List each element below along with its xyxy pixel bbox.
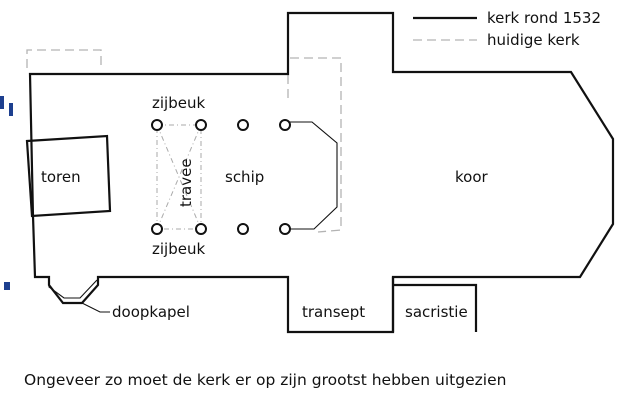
- label-bay: travee: [177, 158, 195, 207]
- church-main-outline: [28, 11, 615, 334]
- label-transept: transept: [302, 303, 365, 321]
- label-sacristy: sacristie: [405, 303, 468, 321]
- current-transept-outline: [287, 57, 342, 233]
- legend-label-current: huidige kerk: [487, 31, 580, 49]
- pillar: [237, 119, 249, 131]
- pillar: [195, 119, 207, 131]
- label-tower: toren: [41, 168, 81, 186]
- church-1532-walls: [25, 11, 615, 334]
- label-baptistery: doopkapel: [112, 303, 190, 321]
- pillar: [237, 223, 249, 235]
- nave-pillars: [151, 119, 291, 235]
- bay-diagonal: [156, 124, 202, 230]
- transept-chamfer: [288, 121, 338, 230]
- pillar: [279, 223, 291, 235]
- label-nave: schip: [225, 168, 264, 186]
- label-choir: koor: [455, 168, 489, 186]
- legend: kerk rond 1532 huidige kerk: [413, 9, 601, 49]
- pillar: [151, 119, 163, 131]
- baptistery-inner-outline: [48, 279, 98, 299]
- label-aisle-north: zijbeuk: [152, 94, 205, 112]
- cropped-glyph-fragment: [9, 103, 13, 116]
- cropped-text-fragments: [0, 96, 13, 290]
- baptistery-leader-line: [81, 302, 110, 313]
- legend-label-1532: kerk rond 1532: [487, 9, 601, 27]
- cropped-glyph-fragment: [4, 282, 10, 290]
- room-labels: zijbeuk zijbeuk toren travee schip koor …: [41, 94, 489, 321]
- pillar: [151, 223, 163, 235]
- label-aisle-south: zijbeuk: [152, 240, 205, 258]
- current-tower-outline: [26, 49, 102, 68]
- pillar: [195, 223, 207, 235]
- cropped-glyph-fragment: [0, 96, 4, 109]
- figure-caption: Ongeveer zo moet de kerk er op zijn groo…: [24, 371, 506, 389]
- sacristy-outline: [393, 283, 478, 332]
- pillar: [279, 119, 291, 131]
- tower-outline: [25, 134, 112, 218]
